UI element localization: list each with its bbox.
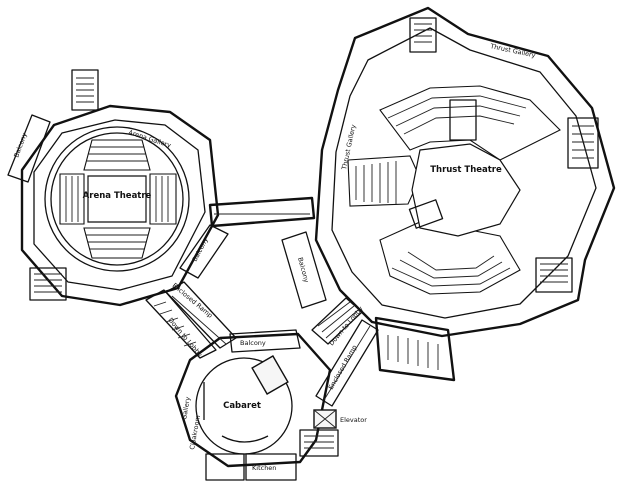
arena-balcony-left — [7, 114, 51, 183]
arena-stair-lower — [29, 267, 67, 301]
thrust-theatre-label: Thrust Theatre — [430, 165, 502, 175]
down-to-lobby-right — [311, 297, 363, 345]
thrust-theatre-block — [314, 6, 616, 338]
arena-seating — [59, 139, 177, 259]
elevator-label: Elevator — [340, 416, 367, 424]
cabaret-stage-curve — [221, 435, 269, 443]
arena-balcony-right — [179, 224, 229, 279]
kitchen-label: Kitchen — [252, 464, 276, 472]
restroom-block — [374, 316, 456, 382]
arena-theatre-block — [7, 69, 229, 307]
thrust-stair-lower — [535, 257, 573, 293]
thrust-stair-right — [567, 117, 599, 169]
cabaret-label: Cabaret — [223, 401, 261, 411]
down-to-lobby-right-label: Down to Lobby — [327, 305, 365, 348]
kitchen-room — [245, 453, 297, 481]
cloakroom-room — [205, 453, 245, 481]
enclosed-ramp-left — [165, 281, 237, 349]
cabaret-bar — [251, 355, 289, 395]
down-to-lobby-left — [145, 289, 217, 359]
arena-stair-tower — [71, 69, 99, 111]
down-to-lobby-left-label: Down to Lobby — [166, 316, 204, 359]
cabaret-balcony — [229, 329, 301, 353]
cabaret-gallery-label: Gallery — [180, 396, 192, 420]
thrust-seating — [347, 85, 561, 295]
cloakroom-label: Cloakroom — [188, 415, 202, 451]
arena-gallery-ring — [44, 126, 190, 272]
thrust-balcony-left — [281, 231, 327, 309]
thrust-gallery-label: Thrust Gallery — [489, 42, 537, 60]
connecting-bridge — [208, 196, 316, 228]
arena-theatre-label: Arena Theatre — [83, 191, 152, 201]
cabaret-balcony-label: Balcony — [240, 339, 266, 347]
cabaret-block — [174, 329, 339, 481]
enclosed-ramp-right — [315, 319, 379, 407]
arena-stage — [87, 175, 147, 223]
thrust-stage — [411, 143, 521, 237]
thrust-balcony-left-label: Balcony — [296, 256, 310, 283]
arena-balcony-left-label: Balcony — [12, 132, 28, 159]
